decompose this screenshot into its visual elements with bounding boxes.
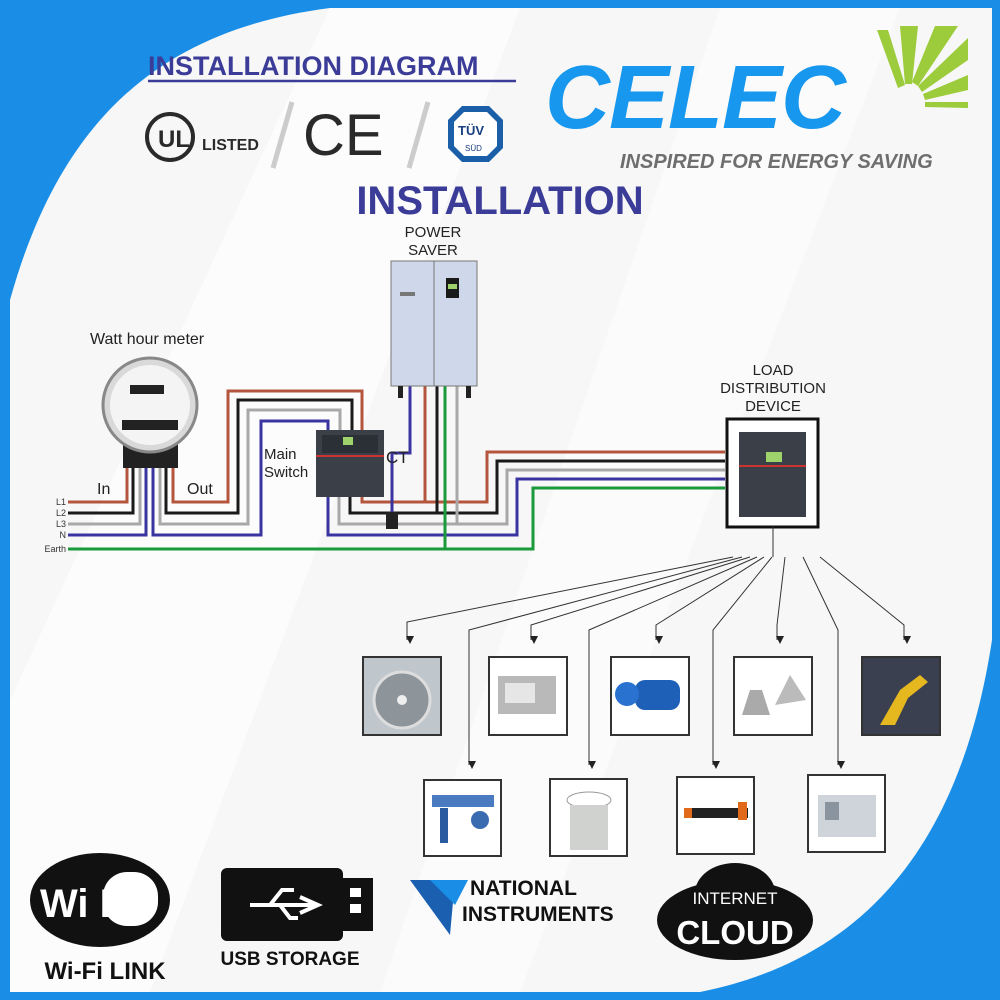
in-label: In [97, 481, 110, 498]
load-distribution-device: LOAD DISTRIBUTION DEVICE [720, 362, 826, 529]
svg-text:L2: L2 [56, 508, 66, 518]
svg-text:NATIONAL: NATIONAL [470, 877, 577, 900]
svg-text:INSTRUMENTS: INSTRUMENTS [462, 903, 614, 926]
svg-text:SAVER: SAVER [408, 242, 458, 259]
wiring [68, 385, 725, 551]
svg-text:CLOUD: CLOUD [676, 914, 793, 951]
load-industrial-lights [733, 656, 813, 736]
page-title: INSTALLATION DIAGRAM [148, 51, 478, 81]
sun-rays-icon [877, 26, 968, 108]
svg-text:L1: L1 [56, 497, 66, 507]
power-saver-cabinet: POWER SAVER [390, 224, 478, 398]
svg-text:Wi Fi: Wi Fi [40, 882, 135, 926]
svg-text:Main: Main [264, 446, 297, 463]
svg-text:N: N [60, 530, 67, 540]
ce-mark-icon: CE [303, 103, 384, 168]
svg-text:L3: L3 [56, 519, 66, 529]
svg-text:DEVICE: DEVICE [745, 398, 801, 415]
svg-text:INTERNET: INTERNET [693, 889, 778, 908]
svg-text:LISTED: LISTED [202, 137, 259, 154]
watt-hour-meter: Watt hour meter [90, 331, 205, 468]
svg-text:POWER: POWER [405, 224, 462, 241]
divider [406, 101, 431, 169]
load-fan [362, 656, 442, 736]
svg-text:DISTRIBUTION: DISTRIBUTION [720, 380, 826, 397]
svg-text:CT: CT [386, 448, 409, 467]
tuv-sud-icon: TÜV SÜD [448, 106, 503, 162]
wire-n [68, 385, 725, 537]
main-switch: Main Switch [264, 430, 384, 497]
load-textile-machine [488, 656, 568, 736]
ul-listed-icon: UL LISTED [145, 112, 259, 162]
brand-tagline: INSPIRED FOR ENERGY SAVING [620, 151, 933, 173]
ct-sensor: CT [386, 448, 409, 529]
load-packaging-machine [807, 774, 886, 853]
wifi-logo: Wi Fi [30, 853, 170, 947]
usb-icon [221, 868, 373, 941]
load-circular-knitting-machine [549, 778, 628, 857]
celec-logo: CELEC [545, 26, 968, 148]
svg-text:UL: UL [158, 126, 190, 153]
svg-text:CELEC: CELEC [545, 48, 848, 148]
light-stripe [10, 8, 520, 992]
svg-text:SÜD: SÜD [465, 144, 482, 153]
load-spinning-machine [423, 779, 502, 857]
wire-l2 [68, 385, 725, 515]
wire-labels: L1 L2 L3 N Earth [44, 497, 66, 554]
svg-text:LOAD: LOAD [753, 362, 794, 379]
load-robot-arm [861, 656, 941, 736]
load-water-pump [610, 656, 690, 736]
usb-storage-label: USB STORAGE [220, 949, 359, 970]
svg-text:Earth: Earth [44, 544, 66, 554]
national-instruments-logo: NATIONAL INSTRUMENTS [410, 877, 614, 935]
out-label: Out [187, 481, 213, 498]
svg-text:Watt hour meter: Watt hour meter [90, 331, 205, 348]
internet-cloud-icon: INTERNET CLOUD [657, 863, 813, 960]
section-title: INSTALLATION [356, 179, 643, 223]
wire-earth [68, 385, 725, 551]
light-stripe [380, 8, 900, 992]
load-large-printer [676, 776, 755, 855]
svg-text:Switch: Switch [264, 464, 308, 481]
divider [270, 101, 295, 169]
distribution-arrows [406, 527, 911, 769]
wire-l3 [68, 385, 725, 526]
svg-text:TÜV: TÜV [458, 123, 484, 138]
wifi-link-label: Wi-Fi LINK [44, 958, 166, 985]
